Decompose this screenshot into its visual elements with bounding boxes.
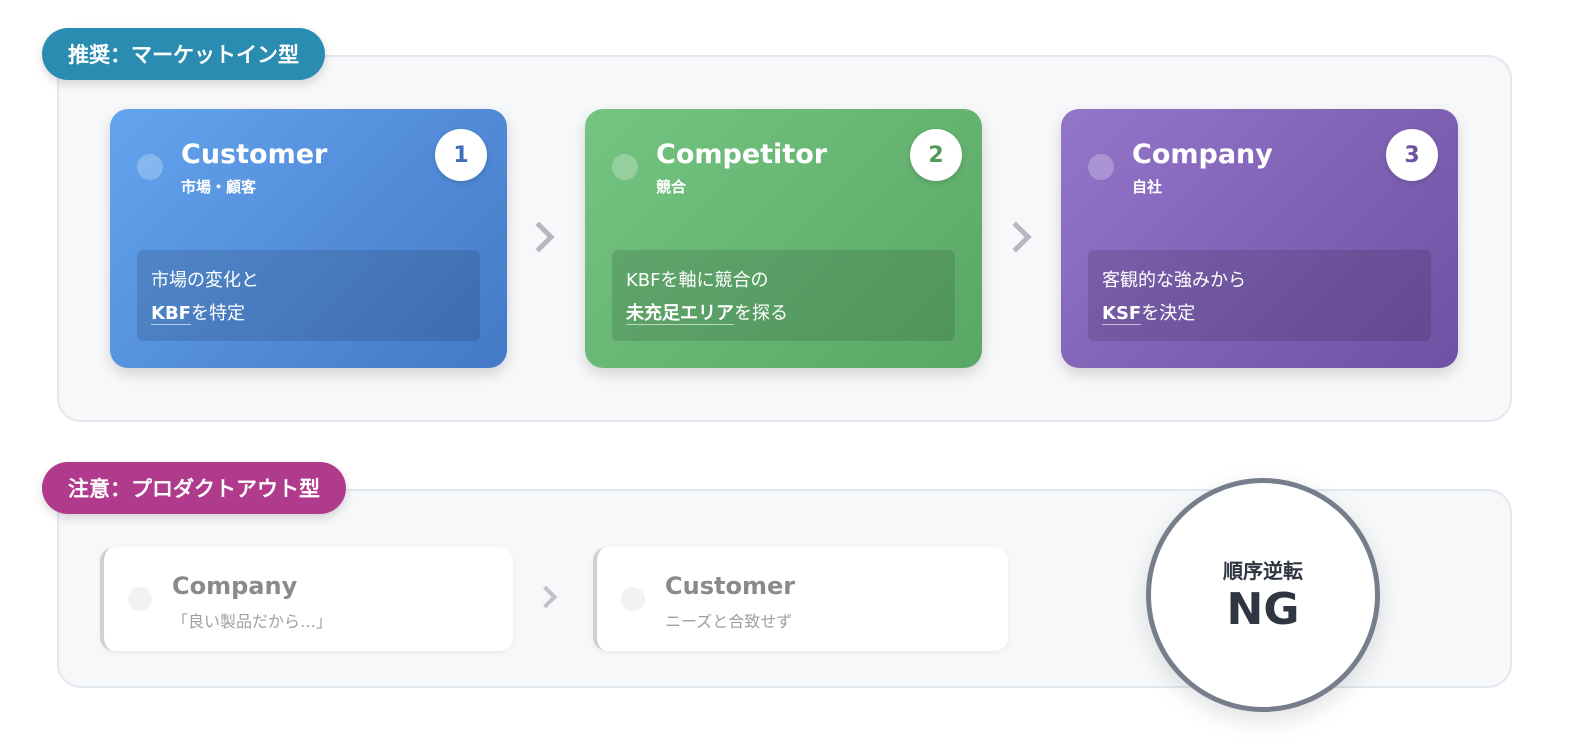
- card-description: 市場の変化と KBFを特定: [137, 250, 480, 341]
- dot-icon: [612, 154, 638, 180]
- faded-card-company: Company 「良い製品だから…」: [100, 547, 513, 651]
- card-company: Company 自社 3 客観的な強みから KSFを決定: [1061, 109, 1458, 368]
- dot-icon: [137, 154, 163, 180]
- card-title: Customer: [665, 572, 796, 600]
- dot-icon: [128, 587, 152, 611]
- step-number: 1: [435, 129, 487, 181]
- desc-rest: を探る: [734, 303, 788, 324]
- stamp-verdict: NG: [1226, 583, 1300, 635]
- card-subtitle: 市場・顧客: [181, 178, 257, 196]
- card-subtitle: 「良い製品だから…」: [172, 612, 333, 631]
- stamp-label: 順序逆転: [1223, 558, 1303, 583]
- recommended-badge: 推奨：マーケットイン型: [42, 28, 325, 80]
- ng-stamp: 順序逆転 NG: [1146, 478, 1380, 712]
- card-title: Competitor: [656, 139, 828, 170]
- card-subtitle: 自社: [1132, 178, 1163, 196]
- step-number: 3: [1386, 129, 1438, 181]
- desc-rest: を決定: [1141, 303, 1196, 324]
- desc-highlight: 未充足エリア: [626, 303, 734, 325]
- card-subtitle: ニーズと合致せず: [665, 612, 793, 631]
- dot-icon: [1088, 154, 1114, 180]
- desc-line: 市場の変化と: [151, 270, 259, 291]
- desc-highlight: KBF: [151, 303, 191, 325]
- caution-badge: 注意：プロダクトアウト型: [42, 462, 346, 514]
- dot-icon: [621, 587, 645, 611]
- card-customer: Customer 市場・顧客 1 市場の変化と KBFを特定: [110, 109, 507, 368]
- card-title: Company: [172, 572, 298, 600]
- card-description: KBFを軸に競合の未充足エリアを探る: [612, 250, 955, 341]
- card-competitor: Competitor 競合 2 KBFを軸に競合の未充足エリアを探る: [585, 109, 982, 368]
- faded-card-customer: Customer ニーズと合致せず: [593, 547, 1008, 651]
- card-title: Customer: [181, 139, 328, 170]
- desc-line: KBFを軸に競合の: [626, 270, 769, 291]
- card-subtitle: 競合: [656, 178, 687, 196]
- step-number: 2: [910, 129, 962, 181]
- desc-highlight: KSF: [1102, 303, 1142, 325]
- card-description: 客観的な強みから KSFを決定: [1088, 250, 1431, 341]
- desc-rest: を特定: [190, 303, 245, 324]
- desc-line: 客観的な強みから: [1102, 270, 1246, 291]
- card-title: Company: [1132, 139, 1273, 170]
